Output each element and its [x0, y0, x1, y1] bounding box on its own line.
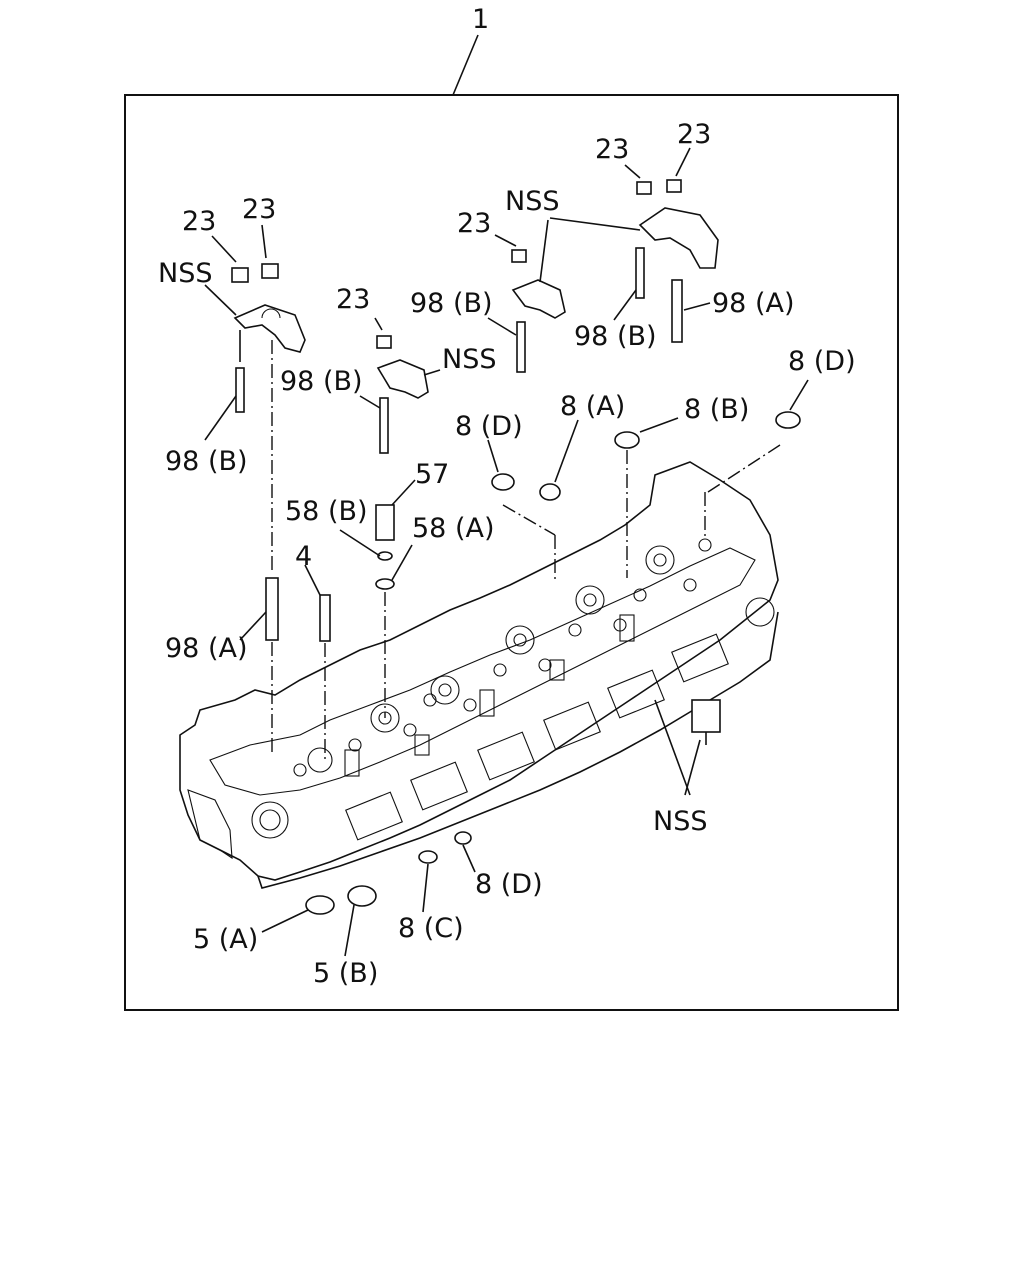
cylinder-head — [179, 461, 779, 889]
plug-8c — [418, 850, 438, 864]
rocker-bracket-right — [635, 179, 719, 343]
label-8b: 8 (B) — [684, 394, 749, 425]
bushing-nss — [691, 699, 721, 733]
plug-8b — [614, 431, 640, 449]
label-nut-c: 23 — [336, 284, 370, 315]
label-98b-right: 98 (B) — [574, 321, 657, 352]
washer-58b — [377, 551, 393, 561]
label-98b-mid: 98 (B) — [280, 366, 363, 397]
label-57: 57 — [415, 459, 449, 490]
plug-8a — [539, 483, 561, 501]
label-98b-top: 98 (B) — [410, 288, 493, 319]
plug-8d-top — [775, 411, 801, 429]
seal-5a — [305, 895, 335, 915]
label-8c: 8 (C) — [398, 913, 464, 944]
plug-8d-bottom — [454, 831, 472, 845]
label-98a-right: 98 (A) — [712, 288, 794, 319]
label-8d-left: 8 (D) — [455, 411, 523, 442]
label-assembly: 1 — [472, 4, 489, 35]
label-nss-left: NSS — [158, 258, 212, 289]
label-pin-4: 4 — [295, 541, 312, 572]
label-58b: 58 (B) — [285, 496, 368, 527]
label-58a: 58 (A) — [412, 513, 494, 544]
label-8a: 8 (A) — [560, 391, 625, 422]
label-nut-e: 23 — [595, 134, 629, 165]
label-98b-left: 98 (B) — [165, 446, 248, 477]
pin-4 — [319, 594, 331, 642]
label-nut-f: 23 — [677, 119, 711, 150]
label-5b: 5 (B) — [313, 958, 378, 989]
rocker-bracket-mid — [376, 335, 429, 454]
rocker-bracket-left — [231, 263, 306, 755]
label-nss-mid: NSS — [442, 344, 496, 375]
label-8d-top: 8 (D) — [788, 346, 856, 377]
label-nut-a: 23 — [182, 206, 216, 237]
washer-58a — [375, 578, 395, 590]
label-5a: 5 (A) — [193, 924, 258, 955]
label-nss-bottom: NSS — [653, 806, 707, 837]
part-57 — [375, 504, 395, 541]
label-98a-left: 98 (A) — [165, 633, 247, 664]
diagram-frame — [124, 94, 899, 1011]
seal-5b — [347, 885, 377, 907]
label-8d-bottom: 8 (D) — [475, 869, 543, 900]
label-nut-b: 23 — [242, 194, 276, 225]
label-nss-top: NSS — [505, 186, 559, 217]
plug-8d-left — [491, 473, 515, 491]
rocker-bracket-top — [511, 249, 566, 373]
label-nut-d: 23 — [457, 208, 491, 239]
